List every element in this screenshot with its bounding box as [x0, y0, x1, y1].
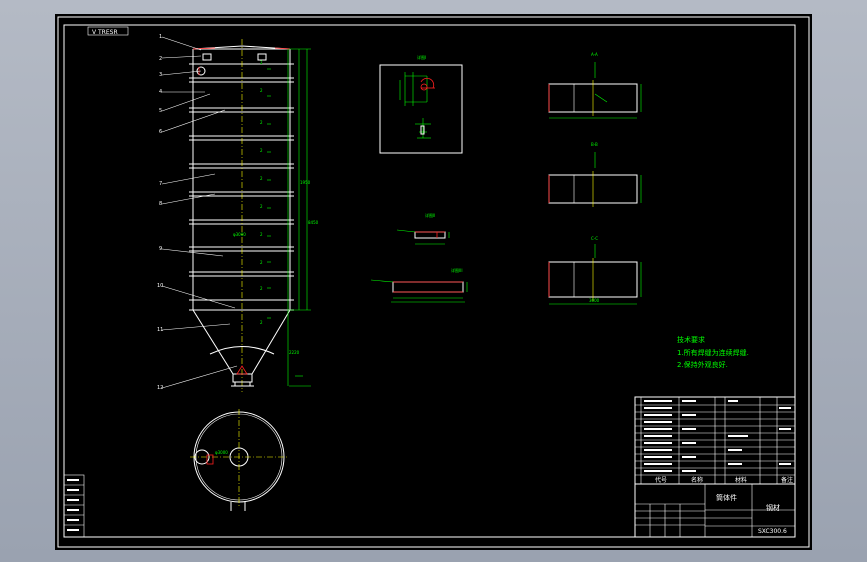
svg-text:2: 2: [260, 176, 263, 181]
balloon-1: 1: [159, 34, 162, 40]
svg-text:详图I: 详图I: [417, 54, 426, 60]
view-label-box: [87, 26, 129, 36]
balloon-6: 6: [159, 129, 162, 135]
svg-text:2: 2: [260, 148, 263, 153]
plate-detail-long: 详图III: [370, 267, 468, 303]
svg-text:3000: 3000: [589, 298, 600, 303]
section-view-2: B-B: [548, 142, 642, 207]
svg-text:2: 2: [260, 232, 263, 237]
balloon-3: 3: [159, 72, 162, 78]
col-material: 材料: [735, 476, 747, 484]
side-stamp-column: [63, 474, 85, 538]
svg-text:A-A: A-A: [591, 52, 598, 57]
col-remark: 备注: [781, 476, 793, 484]
outer-frame: [57, 16, 810, 548]
svg-text:φ3000: φ3000: [233, 232, 246, 237]
silo-elevation: 1950 8450 2220 2 2 2 2 2 2 2 2 2 2 φ3000: [189, 39, 319, 392]
inner-frame: [63, 24, 796, 538]
tech-note-2: 2.保持外观良好.: [677, 360, 728, 369]
svg-text:2: 2: [260, 88, 263, 93]
svg-text:2: 2: [260, 204, 263, 209]
tech-title: 技术要求: [677, 335, 705, 344]
title-block: 代号 名称 材料 备注: [634, 396, 796, 538]
part-balloons: 1 2 3 4 5 6 7 8 9 10 11 12: [157, 34, 238, 391]
drawing-svg: V TRESR: [57, 16, 810, 548]
balloon-8: 8: [159, 201, 162, 207]
section-view-1: A-A: [548, 52, 642, 119]
svg-text:2: 2: [260, 60, 263, 65]
section-view-3: C-C 3000: [548, 236, 642, 305]
ring-stiffeners: [189, 63, 294, 311]
balloon-7: 7: [159, 181, 162, 187]
svg-text:1950: 1950: [300, 180, 311, 185]
tech-requirements: 技术要求 1.所有焊缝为连续焊缝. 2.保持外观良好.: [677, 335, 749, 369]
svg-text:2: 2: [260, 320, 263, 325]
svg-text:2220: 2220: [289, 350, 300, 355]
col-code: 代号: [655, 476, 667, 484]
svg-text:8450: 8450: [308, 220, 319, 225]
svg-text:2: 2: [260, 120, 263, 125]
plate-detail-small: 详图II: [396, 212, 450, 245]
col-name: 名称: [691, 476, 703, 484]
part-material: 钢材: [766, 503, 780, 512]
balloon-9: 9: [159, 246, 162, 252]
drawing-number: SXC300.6: [758, 528, 787, 535]
svg-text:B-B: B-B: [591, 142, 598, 147]
svg-text:2: 2: [260, 260, 263, 265]
svg-text:2: 2: [260, 286, 263, 291]
svg-text:C-C: C-C: [591, 236, 598, 241]
balloon-5: 5: [159, 108, 162, 114]
svg-text:详图III: 详图III: [451, 267, 463, 273]
svg-text:详图II: 详图II: [425, 212, 435, 218]
svg-text:φ3000: φ3000: [215, 450, 228, 455]
balloon-12: 12: [157, 385, 163, 391]
part-name: 筒体件: [716, 493, 737, 502]
balloon-11: 11: [157, 327, 163, 333]
view-label: V TRESR: [92, 29, 118, 36]
silo-plan-view: φ3000: [190, 409, 288, 511]
tech-note-1: 1.所有焊缝为连续焊缝.: [677, 348, 749, 357]
balloon-4: 4: [159, 89, 162, 95]
detail-box: 详图I: [379, 54, 463, 154]
balloon-10: 10: [157, 283, 163, 289]
drawing-canvas[interactable]: V TRESR: [55, 14, 812, 550]
balloon-2: 2: [159, 56, 162, 62]
